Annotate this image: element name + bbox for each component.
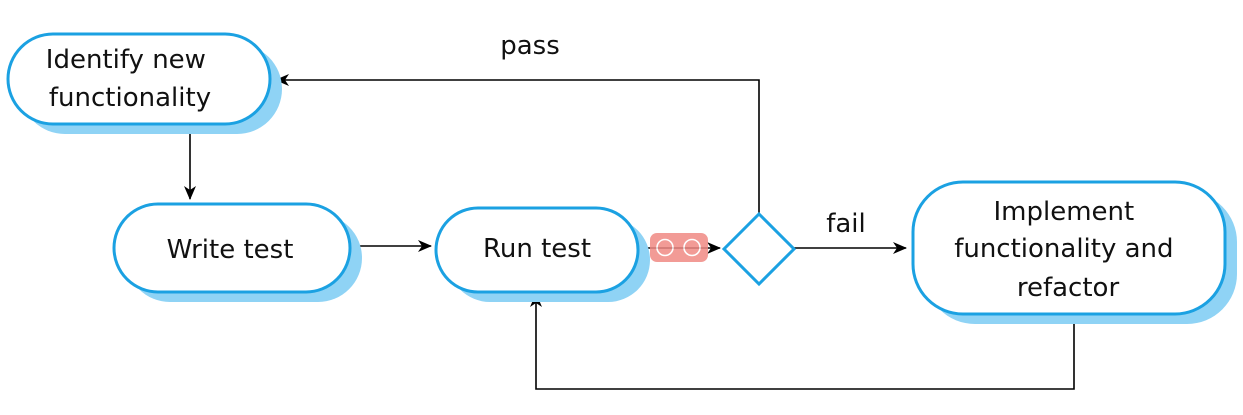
node-write-test-label: Write test <box>167 235 294 265</box>
node-identify-line-1: Identify new <box>46 45 206 75</box>
node-implement-box <box>911 180 1227 316</box>
node-run-test-label: Run test <box>483 234 591 264</box>
edge-label-pass: pass <box>500 31 560 61</box>
node-run-test: Run test <box>434 206 650 302</box>
node-run-test-box <box>434 206 640 294</box>
node-implement-label: Implement functionality and refactor <box>954 197 1182 303</box>
node-implement: Implement functionality and refactor <box>911 180 1237 324</box>
node-identify-label: Identify new functionality <box>46 45 214 113</box>
edge-label-fail: fail <box>826 209 866 239</box>
record-indicator-icon <box>650 233 708 262</box>
node-run-test-line-1: Run test <box>483 234 591 264</box>
node-write-test-box <box>112 202 352 294</box>
node-write-test: Write test <box>112 202 362 302</box>
node-identify-line-2: functionality <box>49 83 211 113</box>
edge-implement-to-run <box>530 293 1075 390</box>
decision-diamond <box>721 211 797 287</box>
node-write-test-line-1: Write test <box>167 235 294 265</box>
node-identify: Identify new functionality <box>6 32 282 134</box>
node-implement-line-2: functionality and <box>954 234 1173 264</box>
edge-pass-to-identify <box>275 74 760 214</box>
node-implement-line-3: refactor <box>1017 273 1120 303</box>
node-identify-box <box>6 32 272 126</box>
node-implement-line-1: Implement <box>994 197 1135 227</box>
